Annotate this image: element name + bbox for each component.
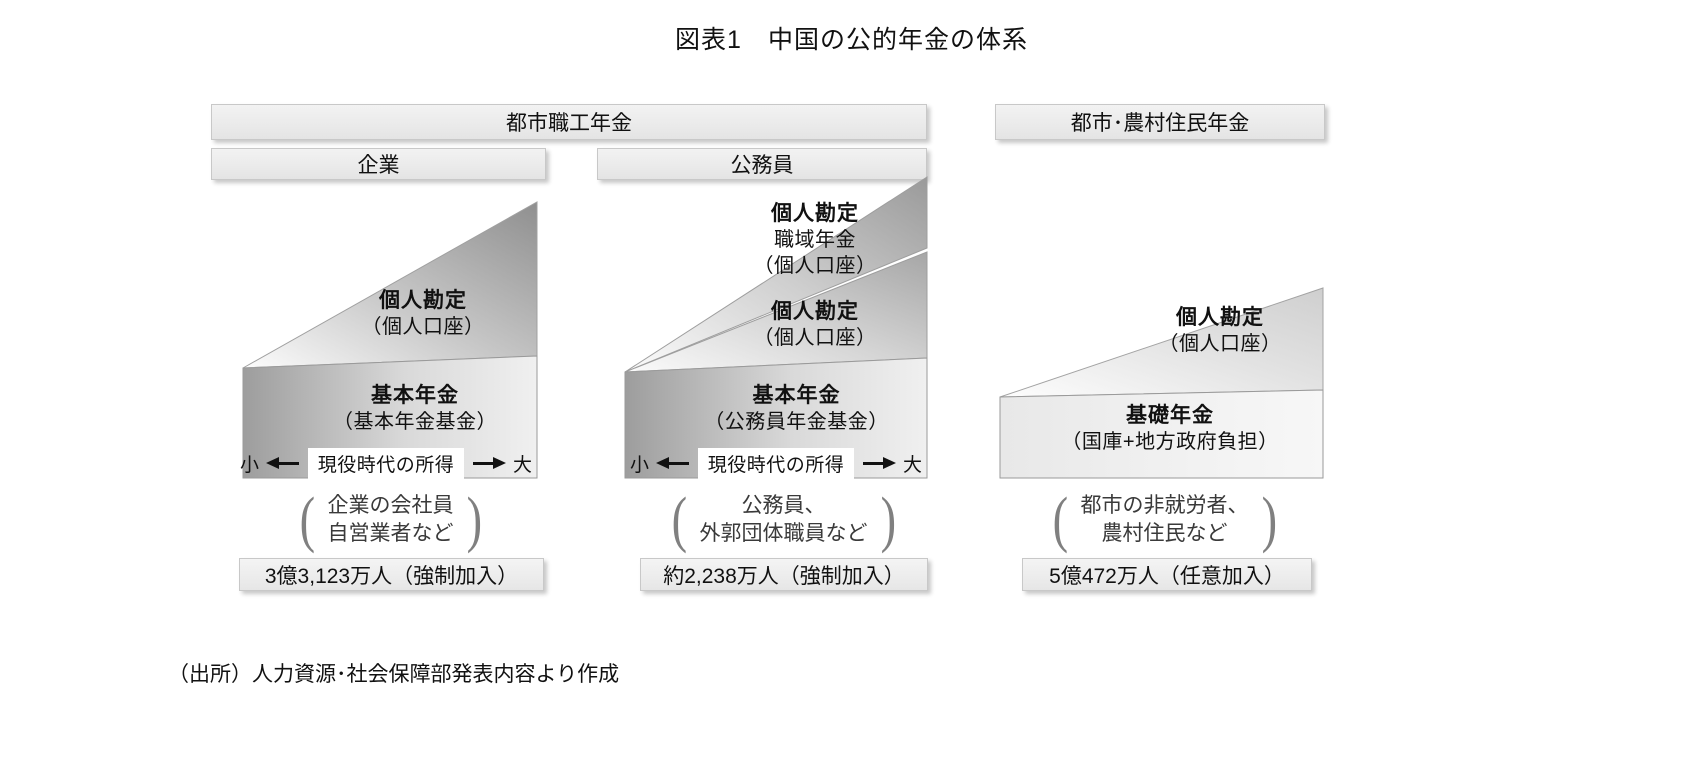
civil-servant-income-axis: 小 現役時代の所得 大 [626, 447, 926, 479]
header-resident-pension: 都市･農村住民年金 [995, 104, 1325, 140]
civil-servant-axis-large-label: 大 [902, 454, 922, 476]
source-note: （出所）人力資源･社会保障部発表内容より作成 [168, 663, 620, 686]
resident-participant-count-label: 5億472万人（任意加入） [1049, 564, 1285, 588]
civil-servant-axis-label: 現役時代の所得 [697, 447, 855, 479]
civil-servant-target-bracket: ( 公務員、 外郭団体職員など ) [641, 489, 926, 551]
page-title: 図表1 中国の公的年金の体系 [675, 26, 1028, 54]
header-urban-worker-pension: 都市職工年金 [211, 104, 927, 140]
header-resident-pension-label: 都市･農村住民年金 [1070, 112, 1250, 135]
bracket-open-icon: ( [299, 486, 315, 554]
resident-target-line1: 都市の非就労者、 [1080, 493, 1249, 517]
bracket-open-icon: ( [671, 486, 687, 554]
header-civil-servant-label: 公務員 [730, 154, 794, 177]
header-civil-servant: 公務員 [597, 148, 927, 180]
arrow-left-icon [266, 456, 305, 470]
bracket-open-icon: ( [1052, 486, 1068, 554]
civil-servant-participant-count-label: 約2,238万人（強制加入） [663, 564, 905, 588]
resident-participant-count: 5億472万人（任意加入） [1022, 558, 1312, 591]
resident-target-bracket: ( 都市の非就労者、 農村住民など ) [1022, 489, 1307, 551]
enterprise-target-bracket: ( 企業の会社員 自営業者など ) [253, 489, 528, 551]
bracket-close-icon: ) [880, 486, 896, 554]
civil-servant-target-line2: 外郭団体職員など [699, 522, 868, 545]
civil-servant-participant-count: 約2,238万人（強制加入） [640, 558, 928, 591]
bracket-close-icon: ) [466, 486, 482, 554]
enterprise-income-axis: 小 現役時代の所得 大 [236, 447, 536, 479]
enterprise-target-line1: 企業の会社員 [327, 493, 454, 517]
arrow-right-icon [467, 456, 506, 470]
arrow-left-icon [656, 456, 695, 470]
civil-servant-target-line1: 公務員、 [741, 493, 826, 517]
resident-target-text: 都市の非就労者、 農村住民など [1071, 492, 1259, 549]
resident-target-line2: 農村住民など [1101, 522, 1228, 545]
enterprise-axis-label: 現役時代の所得 [307, 447, 465, 479]
civil-servant-target-text: 公務員、 外郭団体職員など [690, 492, 878, 549]
header-urban-worker-pension-label: 都市職工年金 [506, 112, 632, 135]
enterprise-axis-small-label: 小 [240, 454, 260, 476]
enterprise-target-text: 企業の会社員 自営業者など [318, 492, 464, 549]
enterprise-participant-count-label: 3億3,123万人（強制加入） [264, 564, 519, 588]
arrow-right-icon [857, 456, 896, 470]
header-enterprise: 企業 [211, 148, 546, 180]
civil-servant-axis-small-label: 小 [630, 454, 650, 476]
enterprise-target-line2: 自営業者など [327, 522, 454, 545]
header-enterprise-label: 企業 [357, 154, 400, 177]
enterprise-axis-large-label: 大 [512, 454, 532, 476]
bracket-close-icon: ) [1261, 486, 1277, 554]
enterprise-participant-count: 3億3,123万人（強制加入） [239, 558, 544, 591]
